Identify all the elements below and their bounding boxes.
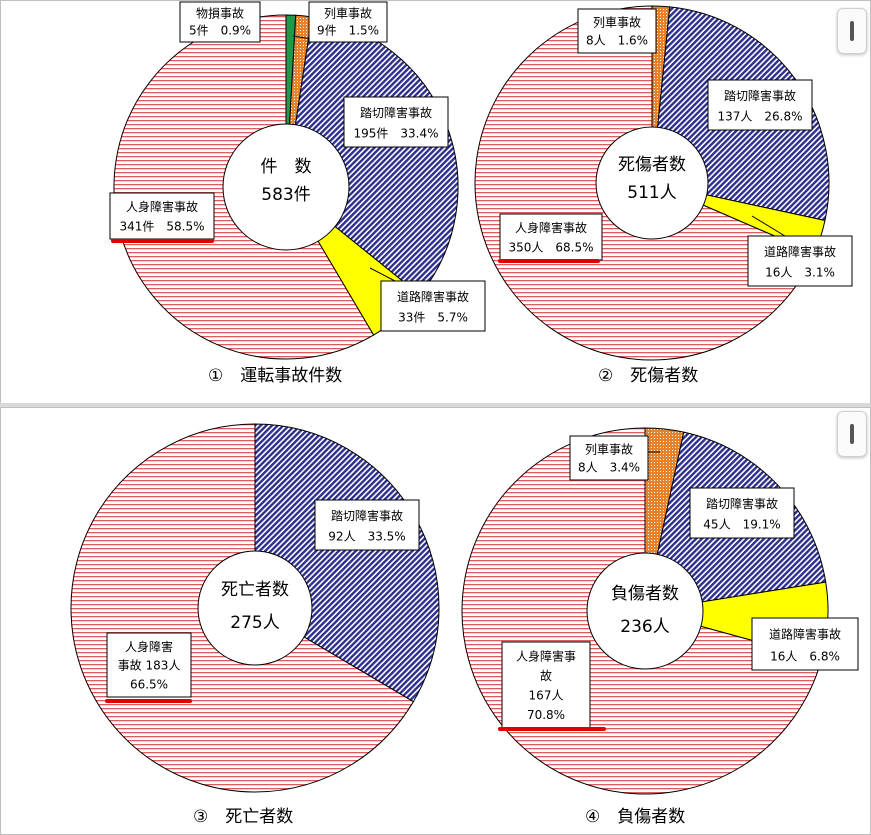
center-hole: [197, 550, 313, 666]
grip-icon: [850, 424, 854, 444]
callout-box: [109, 192, 215, 240]
callout-text: 167人: [529, 689, 564, 703]
callout-c4-crossing: 踏切障害事故 45人 19.1%: [689, 487, 795, 539]
center-title: 負傷者数: [611, 584, 679, 604]
center-value: 511人: [627, 183, 676, 203]
callout-box: [314, 499, 420, 551]
chart-caption: ① 運転事故件数: [208, 366, 342, 386]
center-value: 236人: [620, 617, 669, 637]
callout-c4-train: 列車事故 8人 3.4%: [569, 435, 660, 481]
callout-text: 8人 3.4%: [578, 461, 640, 475]
center-title: 件 数: [261, 157, 312, 177]
callout-c2-person: 人身障害事故 350人 68.5%: [498, 213, 603, 263]
callout-text: 人身障害事: [516, 649, 576, 664]
callout-text: 70.8%: [527, 708, 565, 722]
chart-casualties: 死傷者数 511人 ② 死傷者数: [474, 5, 830, 386]
callout-c2-road: 道路障害事故 16人 3.1%: [747, 215, 853, 287]
callout-text: 人身障害: [125, 639, 173, 654]
center-hole: [586, 552, 704, 670]
center-title: 死傷者数: [618, 155, 686, 175]
callout-text: 137人 26.8%: [717, 110, 802, 124]
center-hole: [222, 123, 350, 251]
center-value: 275人: [230, 613, 279, 633]
callout-leader-line: [751, 215, 786, 237]
callout-box: [689, 487, 795, 539]
callout-text: 列車事故: [585, 441, 633, 456]
callout-c3-crossing: 踏切障害事故 92人 33.5%: [314, 499, 420, 551]
panel-divider: [0, 403, 871, 408]
callout-text: 92人 33.5%: [328, 530, 405, 544]
callout-text: 事故 183人: [118, 658, 181, 673]
callout-c4-road: 道路障害事故 16人 6.8%: [751, 617, 859, 671]
callout-box: [569, 435, 649, 481]
callout-box: [751, 617, 859, 671]
callout-text: 道路障害事故: [769, 627, 841, 642]
scroll-handle-top[interactable]: [837, 8, 867, 54]
callout-text: 踏切障害事故: [331, 508, 403, 523]
callout-text: 195件 33.4%: [353, 127, 438, 141]
callout-text: 350人 68.5%: [508, 240, 593, 254]
center-hole: [595, 126, 709, 240]
callout-text: 16人 6.8%: [770, 649, 840, 663]
chart-caption: ③ 死亡者数: [193, 807, 293, 827]
callout-text: 33件 5.7%: [398, 311, 468, 325]
callout-text: 人身障害事故: [515, 220, 587, 235]
callout-text: 故: [540, 668, 552, 683]
callout-box: [501, 641, 591, 729]
callout-c2-crossing: 踏切障害事故 137人 26.8%: [707, 79, 813, 131]
callout-box: [179, 1, 261, 43]
callout-leader-line: [369, 267, 396, 282]
center-title: 死亡者数: [221, 580, 289, 600]
callout-box: [343, 96, 449, 148]
callout-text: 踏切障害事故: [360, 105, 432, 120]
chart-deaths: 死亡者数 275人 ③ 死亡者数: [70, 423, 440, 827]
callout-c2-train: 列車事故 8人 1.6%: [577, 8, 657, 54]
callout-text: 列車事故: [324, 6, 372, 21]
callout-text: 9件 1.5%: [317, 23, 379, 37]
callout-text: 人身障害事故: [126, 199, 198, 214]
callout-text: 341件 58.5%: [119, 219, 204, 233]
chart-caption: ② 死傷者数: [598, 366, 698, 386]
callout-box: [577, 8, 657, 54]
callout-text: 踏切障害事故: [706, 496, 778, 511]
callout-box: [106, 632, 192, 698]
callout-text: 66.5%: [130, 677, 168, 691]
callout-text: 踏切障害事故: [724, 88, 796, 103]
callout-c1-person: 人身障害事故 341件 58.5%: [109, 192, 215, 243]
callout-c1-road: 道路障害事故 33件 5.7%: [369, 267, 486, 332]
scroll-handle-bottom[interactable]: [837, 411, 867, 457]
center-value: 583件: [261, 185, 310, 205]
callout-c1-crossing: 踏切障害事故 195件 33.4%: [343, 96, 449, 148]
callout-text: 5件 0.9%: [189, 23, 251, 37]
callout-text: 物損事故: [196, 6, 244, 21]
callout-text: 8人 1.6%: [586, 34, 648, 48]
grip-icon: [850, 21, 854, 41]
callout-c1-property: 物損事故 5件 0.9%: [179, 1, 261, 43]
callout-box: [747, 235, 853, 287]
callout-text: 45人 19.1%: [703, 518, 780, 532]
callout-box: [308, 1, 388, 43]
callout-c4-person: 人身障害事故 167人 70.8%: [498, 641, 606, 731]
callout-c3-person: 人身障害事故 183人 66.5%: [105, 632, 192, 703]
callout-text: 道路障害事故: [397, 289, 469, 304]
chart-caption: ④ 負傷者数: [585, 807, 685, 827]
callout-box: [380, 280, 486, 332]
callout-box: [707, 79, 813, 131]
callout-text: 道路障害事故: [764, 244, 836, 259]
callout-text: 16人 3.1%: [765, 266, 835, 280]
callout-labels: 物損事故 5件 0.9% 列車事故 9件 1.5% 踏切障害事故 195件 33.4% 道路…: [105, 1, 859, 731]
chart-operation-accidents: 件 数 583件 ① 運転事故件数: [113, 14, 459, 386]
callout-text: 列車事故: [593, 14, 641, 29]
callout-c1-train: 列車事故 9件 1.5%: [292, 1, 388, 43]
